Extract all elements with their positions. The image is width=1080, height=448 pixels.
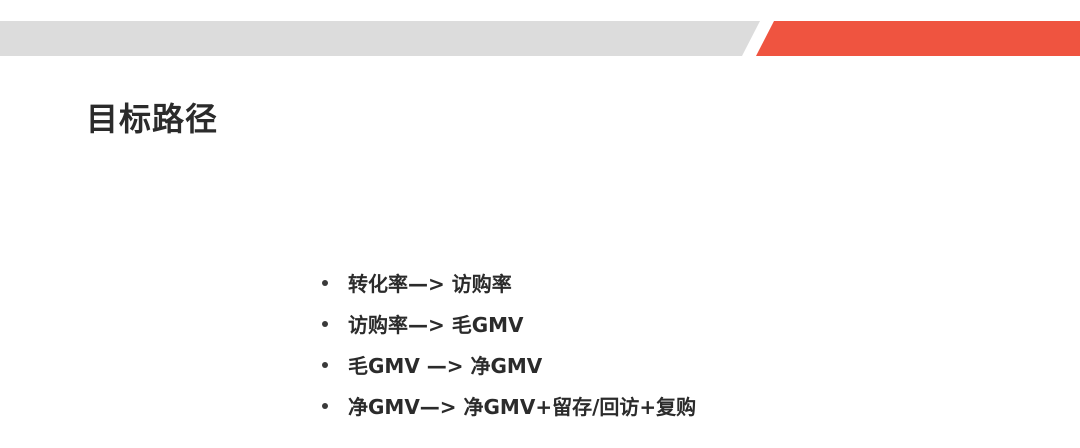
bullet-text: 转化率—> 访购率 <box>348 272 512 296</box>
bullet-dot-icon <box>322 320 328 327</box>
list-item: 访购率—> 毛GMV <box>322 303 696 344</box>
bullet-text: 净GMV—> 净GMV+留存/回访+复购 <box>348 395 697 419</box>
banner-gray-band <box>0 21 760 56</box>
banner-accent-band <box>756 21 1080 56</box>
bullet-dot-icon <box>322 279 328 286</box>
list-item: 净GMV—> 净GMV+留存/回访+复购 <box>322 385 696 426</box>
header-banner <box>0 21 1080 56</box>
bullet-dot-icon <box>322 361 328 368</box>
bullet-list: 转化率—> 访购率 访购率—> 毛GMV 毛GMV —> 净GMV 净GMV—>… <box>322 262 696 426</box>
bullet-dot-icon <box>322 402 328 409</box>
list-item: 毛GMV —> 净GMV <box>322 344 696 385</box>
page-title: 目标路径 <box>86 100 219 138</box>
list-item: 转化率—> 访购率 <box>322 262 696 303</box>
bullet-text: 毛GMV —> 净GMV <box>348 354 543 378</box>
bullet-text: 访购率—> 毛GMV <box>348 313 524 337</box>
